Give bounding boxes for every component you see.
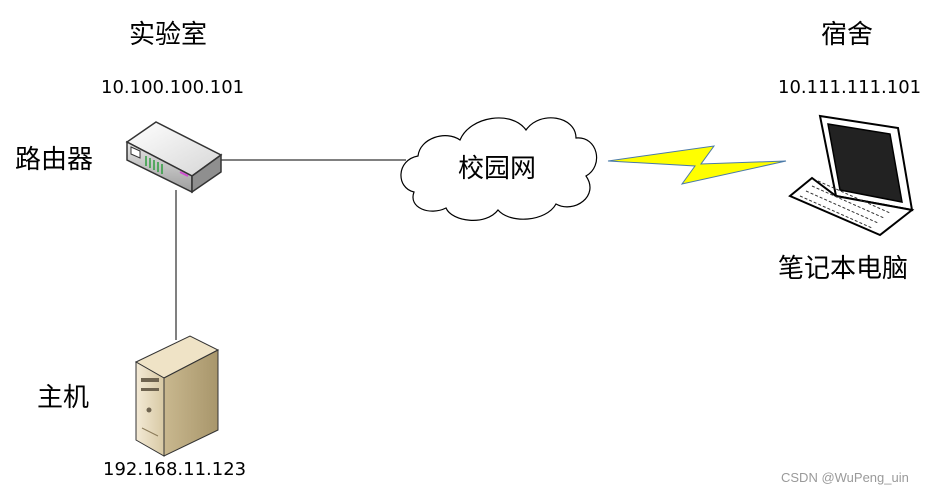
lab-title: 实验室 bbox=[129, 20, 208, 50]
watermark: CSDN @WuPeng_uin bbox=[781, 470, 909, 485]
cloud-icon bbox=[400, 117, 598, 221]
host-label: 主机 bbox=[37, 383, 90, 413]
dorm-title: 宿舍 bbox=[821, 20, 874, 50]
router-ip: 10.100.100.101 bbox=[101, 77, 245, 98]
router-icon bbox=[125, 121, 223, 194]
host-ip: 192.168.11.123 bbox=[103, 459, 247, 480]
cloud-label: 校园网 bbox=[458, 154, 537, 184]
laptop-label: 笔记本电脑 bbox=[778, 254, 909, 284]
server-icon bbox=[134, 335, 220, 457]
laptop-icon bbox=[788, 114, 915, 237]
wireless-lightning-icon bbox=[607, 145, 787, 185]
laptop-ip: 10.111.111.101 bbox=[778, 77, 922, 98]
router-label: 路由器 bbox=[15, 145, 94, 175]
